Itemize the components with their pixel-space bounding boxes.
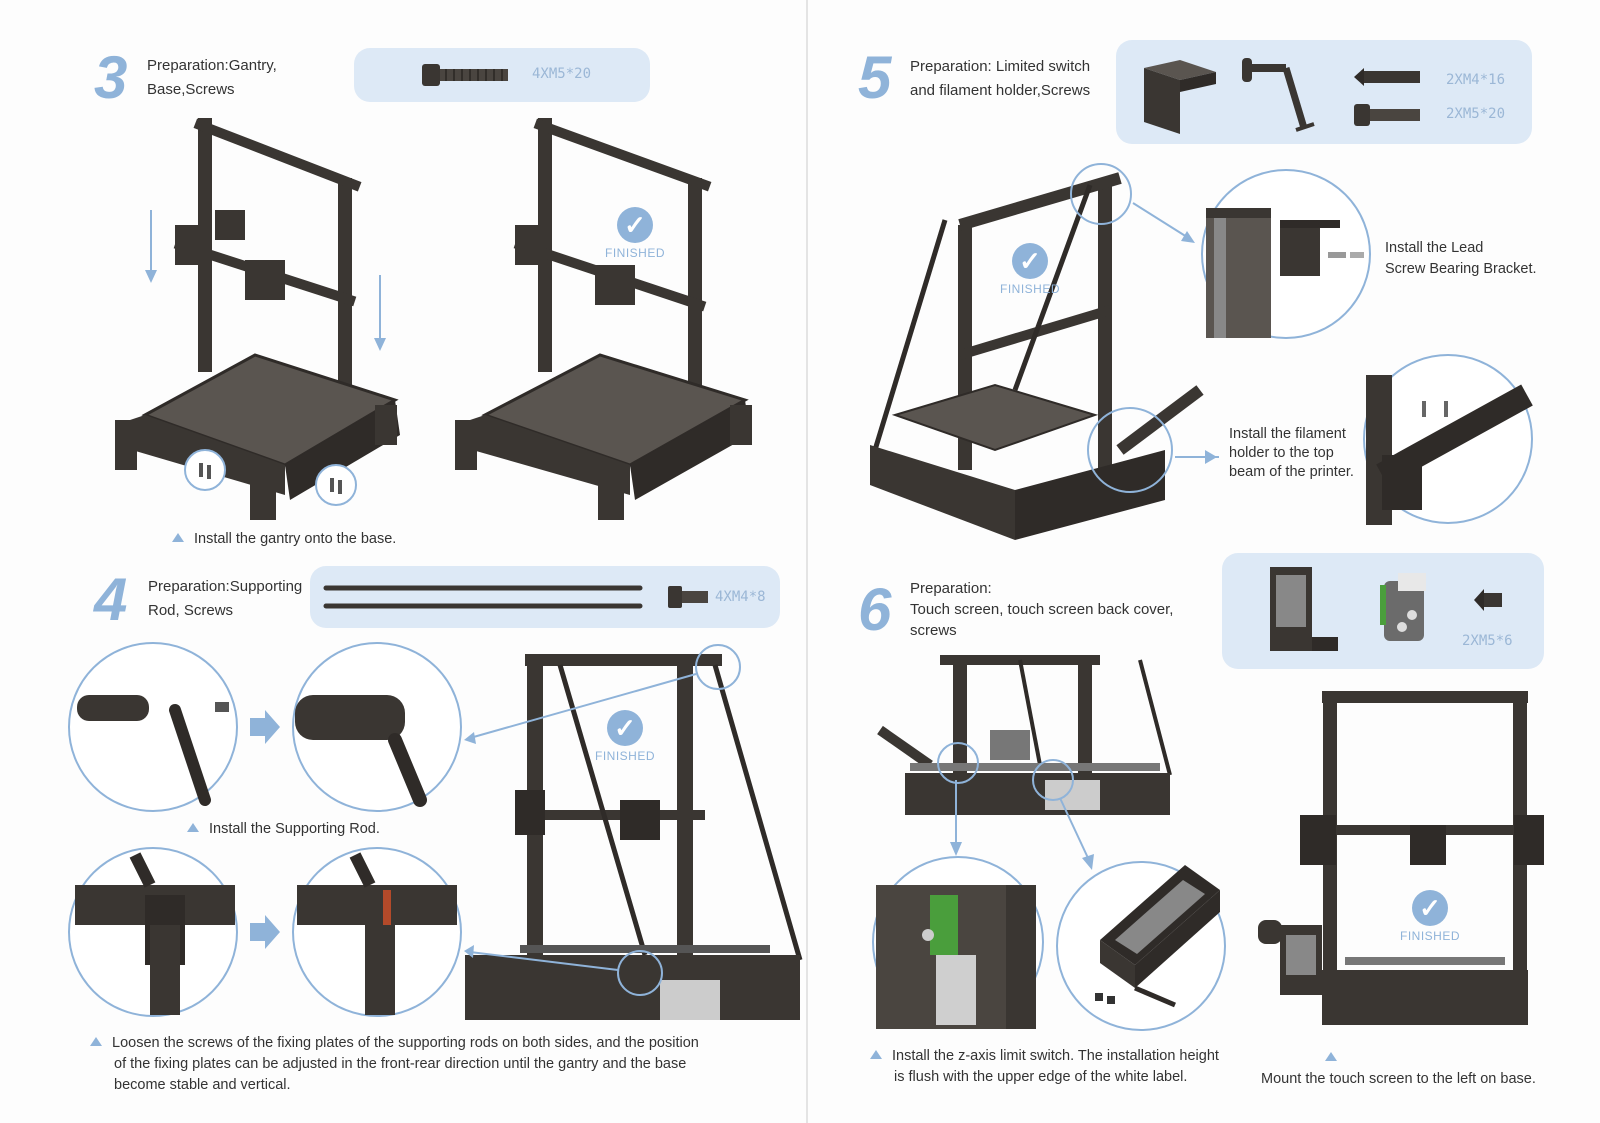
- step-4-number: 4: [94, 566, 128, 633]
- step-5-note-1: Install the Lead Screw Bearing Bracket.: [1385, 240, 1537, 277]
- step-6-title: Preparation: Touch screen, touch screen …: [910, 578, 1173, 641]
- step-6-caption-1: Install the z-axis limit switch. The ins…: [870, 1046, 1219, 1088]
- step-5-title-line1: Preparation: Limited switch: [910, 58, 1091, 75]
- z-limit-switch-detail-illustration: [872, 856, 1044, 1029]
- step-3-finished-badge: ✓ FINISHED: [600, 207, 670, 260]
- step-5-number: 5: [858, 44, 892, 111]
- gantry-assembly-illustration: [115, 118, 400, 520]
- triangle-bullet-icon: [1325, 1052, 1337, 1061]
- page-fold: [806, 0, 808, 1123]
- step-5-finished-badge: ✓ FINISHED: [995, 243, 1065, 296]
- limit-switch-printer-illustration: [877, 655, 1172, 815]
- step-4-finished-badge: ✓ FINISHED: [590, 710, 660, 763]
- step-5-part-label-2: 2XM5*20: [1446, 106, 1506, 122]
- check-circle-icon: ✓: [1012, 243, 1048, 279]
- touch-screen-icon: [1270, 567, 1338, 651]
- step-3-title-line2: Base,Screws: [147, 81, 235, 98]
- step-4-title-line1: Preparation:Supporting: [148, 578, 303, 595]
- filament-holder-icon: [1242, 58, 1315, 132]
- step-5-title-line2: and filament holder,Screws: [910, 82, 1091, 99]
- screw-m4x16-icon: [1354, 68, 1420, 86]
- screw-m5x20-icon: [1354, 104, 1420, 126]
- step-6-callout-arrows: [950, 780, 1094, 870]
- rod-install-detail-illustration: [68, 642, 462, 812]
- filament-holder-detail-illustration: [1363, 354, 1533, 525]
- step-3-title: Preparation:Gantry, Base,Screws: [147, 54, 277, 102]
- arrow-right-icon: [250, 710, 280, 744]
- bearing-bracket-detail-illustration: [1201, 169, 1371, 339]
- screen-back-cover-icon: [1380, 573, 1426, 641]
- screw-m5x6-icon: [1474, 589, 1502, 611]
- step-3-parts-box: 4XM5*20: [354, 48, 650, 102]
- screw-m4-icon: [668, 586, 708, 608]
- gantry-finished-illustration: [455, 118, 752, 520]
- step-6-caption-2: Mount the touch screen to the left on ba…: [1261, 1048, 1561, 1090]
- support-rod-printer-illustration: [464, 644, 803, 1020]
- step-6-finished-badge: ✓ FINISHED: [1395, 890, 1465, 943]
- step-6-title-line2: Touch screen, touch screen back cover,: [910, 601, 1174, 618]
- step-6-title-line1: Preparation:: [910, 580, 992, 597]
- triangle-bullet-icon: [187, 823, 199, 832]
- step-4-part-label: 4XM4*8: [715, 589, 766, 605]
- touch-screen-finished-illustration: [1258, 691, 1544, 1025]
- arrow-right-icon: [250, 915, 280, 949]
- fixing-plate-detail-illustration: [68, 847, 462, 1017]
- triangle-bullet-icon: [172, 533, 184, 542]
- step-4-caption-1: Install the Supporting Rod.: [187, 819, 380, 840]
- step-5-parts-box: 2XM4*16 2XM5*20: [1116, 40, 1532, 144]
- step-6-parts-box: 2XM5*6: [1222, 553, 1544, 669]
- supporting-rod-icon: [323, 585, 643, 609]
- step-4-title: Preparation:Supporting Rod, Screws: [148, 575, 302, 623]
- step-5-part-label-1: 2XM4*16: [1446, 72, 1506, 88]
- step-4-caption-2: Loosen the screws of the fixing plates o…: [90, 1033, 730, 1096]
- check-circle-icon: ✓: [617, 207, 653, 243]
- arrow-right-icon: [1175, 450, 1217, 464]
- step-4-parts-box: 4XM4*8: [310, 566, 780, 628]
- step-4-title-line2: Rod, Screws: [148, 602, 234, 619]
- step-5-title: Preparation: Limited switch and filament…: [910, 55, 1090, 103]
- step-6-number: 6: [858, 576, 892, 643]
- step-3-number: 3: [94, 44, 128, 111]
- step-3-part-label: 4XM5*20: [532, 66, 592, 82]
- bearing-bracket-icon: [1144, 60, 1216, 134]
- step-6-part-label: 2XM5*6: [1462, 633, 1513, 649]
- check-circle-icon: ✓: [607, 710, 643, 746]
- screen-cover-detail-illustration: [1056, 861, 1226, 1031]
- filament-holder-printer-illustration: [870, 163, 1204, 540]
- step-6-title-line3: screws: [910, 622, 957, 639]
- screw-m5-icon: [422, 64, 508, 86]
- step-3-caption: Install the gantry onto the base.: [172, 529, 396, 550]
- triangle-bullet-icon: [90, 1037, 102, 1046]
- triangle-bullet-icon: [870, 1050, 882, 1059]
- step-5-note-2: Install the filament holder to the top b…: [1229, 426, 1354, 480]
- check-circle-icon: ✓: [1412, 890, 1448, 926]
- step-3-title-line1: Preparation:Gantry,: [147, 57, 277, 74]
